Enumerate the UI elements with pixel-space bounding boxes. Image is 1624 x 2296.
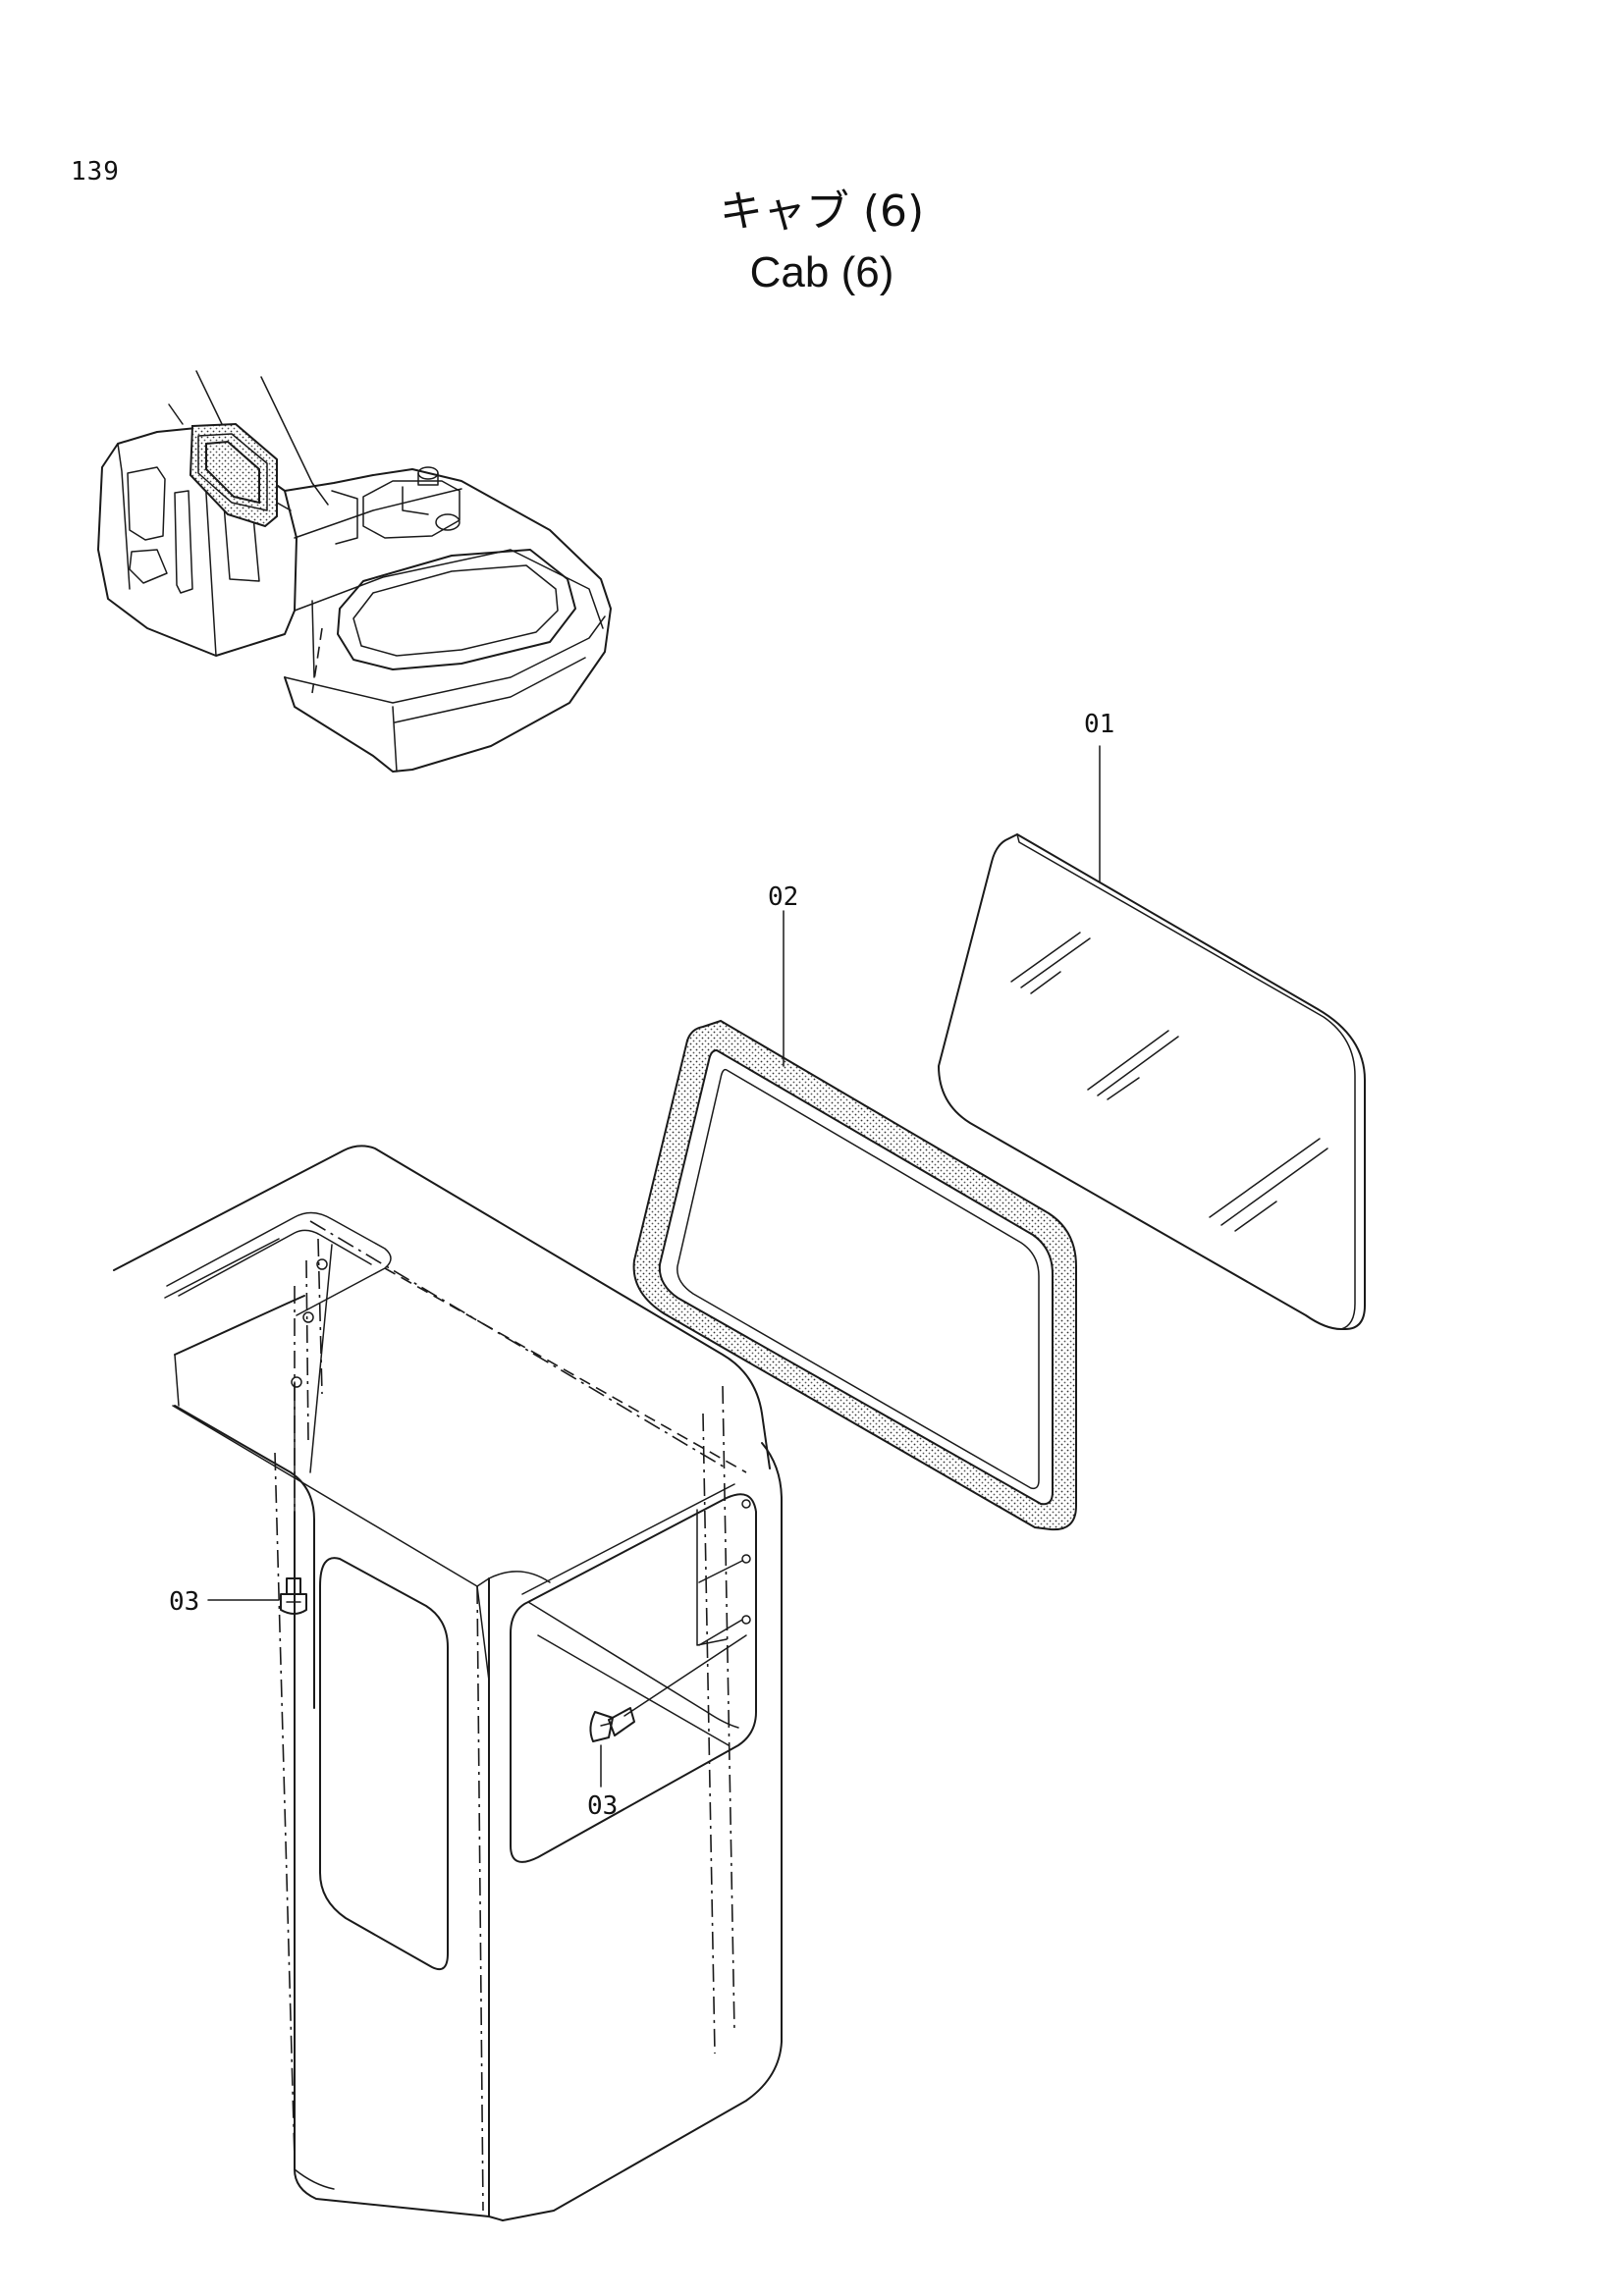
callout-03-right: 03 <box>587 1791 618 1821</box>
leader-lines <box>207 745 1101 1788</box>
excavator-overview-illustration <box>97 370 612 773</box>
callout-03-left: 03 <box>169 1587 199 1617</box>
part-02-window-seal <box>632 1019 1077 1531</box>
part-03-bolt-left <box>280 1577 307 1615</box>
part-01-glass <box>938 833 1366 1330</box>
page-title-english: Cab (6) <box>749 248 894 296</box>
cab-structure <box>113 1145 783 2221</box>
part-03-bolt-right <box>589 1634 747 1742</box>
callout-02: 02 <box>768 882 798 912</box>
page-number: 139 <box>71 157 120 187</box>
page-title-japanese: キャブ (6) <box>719 187 925 237</box>
title-block: キャブ (6) Cab (6) <box>0 185 1624 300</box>
callout-01: 01 <box>1084 710 1114 739</box>
